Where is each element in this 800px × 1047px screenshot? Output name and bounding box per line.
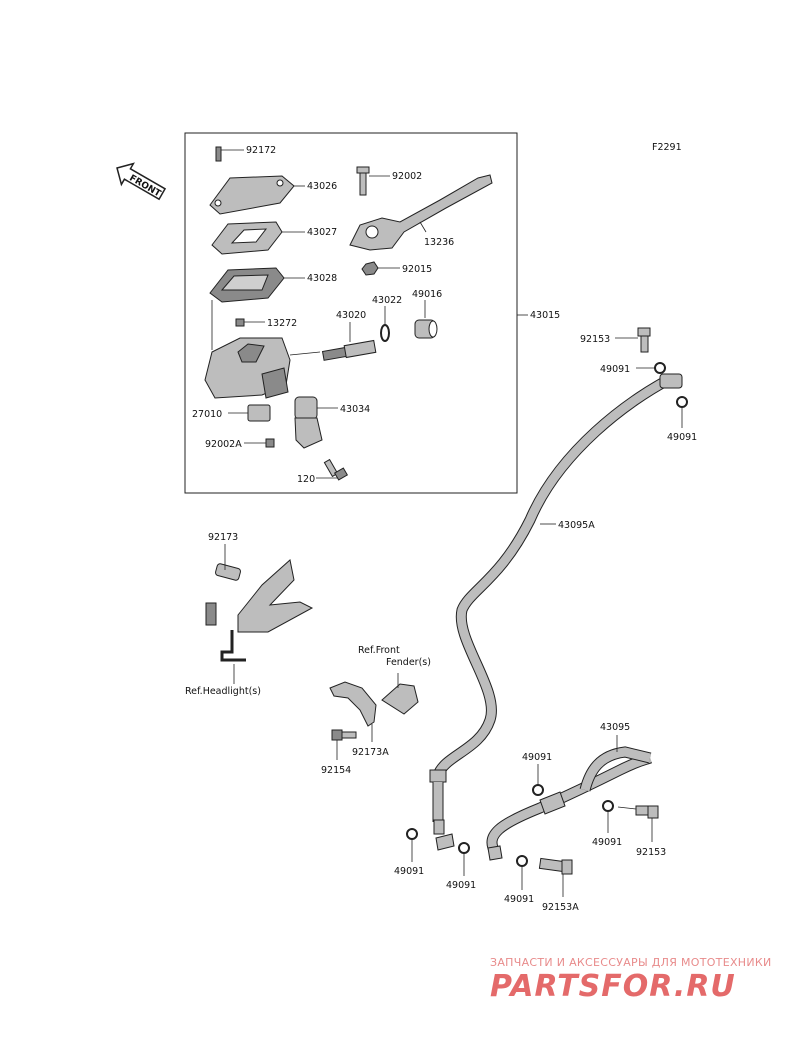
- label-92153-top: 92153: [580, 334, 610, 345]
- label-43027: 43027: [307, 227, 337, 238]
- label-49091-f: 49091: [446, 880, 476, 891]
- label-43020: 43020: [336, 310, 366, 321]
- cap-13272: [235, 318, 265, 327]
- bolt-120: [316, 458, 349, 481]
- label-92154: 92154: [321, 765, 351, 776]
- screw-92002A: [244, 438, 275, 448]
- hose-43095: [486, 752, 653, 855]
- label-92153-right: 92153: [636, 847, 666, 858]
- label-92002A: 92002A: [205, 439, 242, 450]
- washer-49091-f: [458, 842, 470, 854]
- label-92015: 92015: [402, 264, 432, 275]
- reservoir-cap-43026: [209, 175, 305, 215]
- label-49016: 49016: [412, 289, 442, 300]
- label-49091-c: 49091: [522, 752, 552, 763]
- label-92173A: 92173A: [352, 747, 389, 758]
- label-92002: 92002: [392, 171, 422, 182]
- switch-27010: [228, 404, 271, 422]
- piston-43020: [321, 322, 377, 361]
- label-49091-g: 49091: [504, 894, 534, 905]
- washer-49091-g: [516, 855, 528, 867]
- watermark-logo: PARTSFOR.RU: [490, 969, 736, 1004]
- seal-43022: [380, 306, 390, 342]
- holder-43034: [294, 396, 338, 449]
- washer-49091-e: [406, 828, 418, 840]
- label-ref-front: Ref.Front: [358, 645, 400, 656]
- nut-92015: [361, 261, 400, 276]
- washer-49091-b: [676, 396, 688, 408]
- label-13272: 13272: [267, 318, 297, 329]
- label-92153A: 92153A: [542, 902, 579, 913]
- diaphragm-43028: [209, 267, 305, 303]
- label-120: 120: [297, 474, 315, 485]
- bolt-92002: [356, 166, 390, 196]
- banjo-bolt-92153-right: [617, 805, 659, 842]
- label-43095A: 43095A: [558, 520, 595, 531]
- label-49091-d: 49091: [592, 837, 622, 848]
- label-43022: 43022: [372, 295, 402, 306]
- washer-49091-a: [654, 362, 666, 374]
- hose-43095A: [432, 375, 671, 778]
- washer-49091-c: [532, 784, 544, 796]
- washer-49091-d: [602, 800, 614, 812]
- label-92172: 92172: [246, 145, 276, 156]
- bushing-49016: [414, 300, 438, 339]
- label-13236: 13236: [424, 237, 454, 248]
- bracket-92173: [205, 544, 314, 684]
- label-43026: 43026: [307, 181, 337, 192]
- diaphragm-plate-43027: [211, 221, 305, 255]
- label-ref-fender: Fender(s): [386, 657, 431, 668]
- label-49091-a: 49091: [600, 364, 630, 375]
- banjo-bolt-92153A: [538, 857, 573, 897]
- bolt-92154: [331, 729, 357, 760]
- figure-code: F2291: [652, 142, 682, 153]
- label-49091-b: 49091: [667, 432, 697, 443]
- label-43034: 43034: [340, 404, 370, 415]
- label-43095: 43095: [600, 722, 630, 733]
- label-92173: 92173: [208, 532, 238, 543]
- banjo-bolt-92153-top: [615, 327, 651, 353]
- label-ref-headlight: Ref.Headlight(s): [185, 686, 261, 697]
- label-43015: 43015: [530, 310, 560, 321]
- bracket-92173A: [329, 673, 419, 742]
- label-43028: 43028: [307, 273, 337, 284]
- watermark-tagline: ЗАПЧАСТИ И АКСЕССУАРЫ ДЛЯ МОТОТЕХНИКИ: [490, 956, 772, 969]
- label-49091-e: 49091: [394, 866, 424, 877]
- assembly-box-43015: [184, 132, 518, 494]
- master-cylinder-body: [204, 300, 291, 399]
- label-27010: 27010: [192, 409, 222, 420]
- screw-92172: [215, 146, 244, 162]
- lever-13236: [349, 174, 493, 251]
- front-arrow-icon: FRONT: [116, 162, 167, 201]
